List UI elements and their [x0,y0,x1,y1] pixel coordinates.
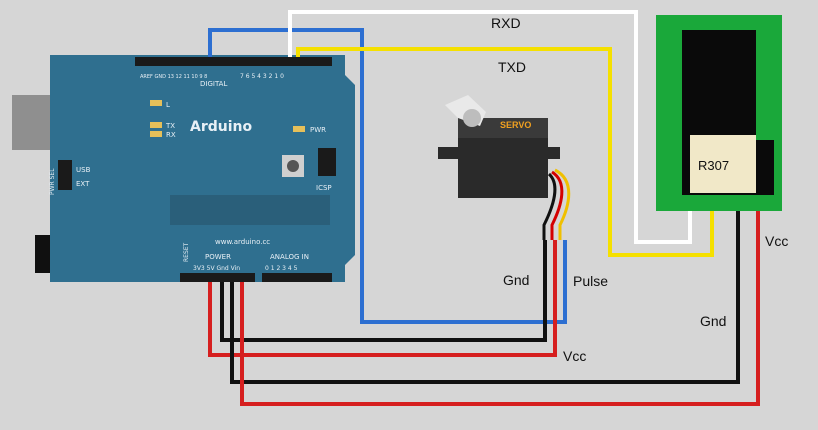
power-pins-label: 3V3 5V Gnd Vin [193,265,240,272]
label-servo-gnd: Gnd [503,272,529,288]
servo-lead-yellow [554,168,571,240]
led-tx [150,122,162,128]
sensor-label-plate [690,135,756,193]
led-l [150,100,162,106]
label-txd: TXD [498,59,526,75]
wire-sensor-gnd [230,205,740,384]
digital-header-right [232,57,332,66]
microcontroller-chip [170,195,330,225]
sensor-model-text: R307 [698,158,729,173]
label-rxd: RXD [491,15,521,31]
digital-top-label: AREF GND 13 12 11 10 9 8 [140,74,207,80]
sensor-window [682,30,756,140]
arduino-brand-text: Arduino [190,119,252,135]
analog-header [262,273,332,282]
label-sensor-vcc: Vcc [765,233,788,249]
analog-pins-label: 0 1 2 3 4 5 [265,265,298,272]
power-label: POWER [205,253,231,261]
pwr-led-label: PWR [310,126,326,134]
wire-servo-signal [208,28,567,324]
pwr-sel-label: PWR SEL [49,168,56,195]
servo-motor: SERVO [438,95,571,240]
icsp-header [318,148,336,176]
servo-lead-red [550,170,564,240]
led-rx [150,131,162,137]
servo-lead-black [542,172,557,240]
fingerprint-sensor: R307 [656,15,782,211]
arduino-url-text: www.arduino.cc [215,238,270,246]
ext-label: EXT [76,180,90,188]
wire-servo-vcc [208,240,557,357]
led-rx-label: RX [166,131,176,139]
wire-tx [296,47,714,257]
wire-servo-gnd [220,240,547,342]
wire-rx [288,10,692,244]
power-select-jumper [58,160,72,190]
label-servo-vcc: Vcc [563,348,586,364]
wire-sensor-vcc [240,205,760,406]
led-tx-label: TX [165,122,175,130]
icsp-label: ICSP [316,184,332,192]
arduino-pcb [50,55,355,282]
servo-spindle [463,109,481,127]
arduino-board: Arduino www.arduino.cc DIGITAL POWER ANA… [12,55,355,282]
label-sensor-gnd: Gnd [700,313,726,329]
analog-label: ANALOG IN [270,253,309,261]
label-servo-pulse: Pulse [573,273,608,289]
digital-top2-label: 7 6 5 4 3 2 1 0 [240,73,284,80]
usb-label: USB [76,166,91,174]
led-pwr [293,126,305,132]
digital-header-left [135,57,260,66]
digital-label: DIGITAL [200,80,227,88]
servo-brand-text: SERVO [500,120,531,130]
reset-label: RESET [183,242,190,262]
power-header [180,273,255,282]
reset-button-cap [287,160,299,172]
led-l-label: L [166,101,170,109]
